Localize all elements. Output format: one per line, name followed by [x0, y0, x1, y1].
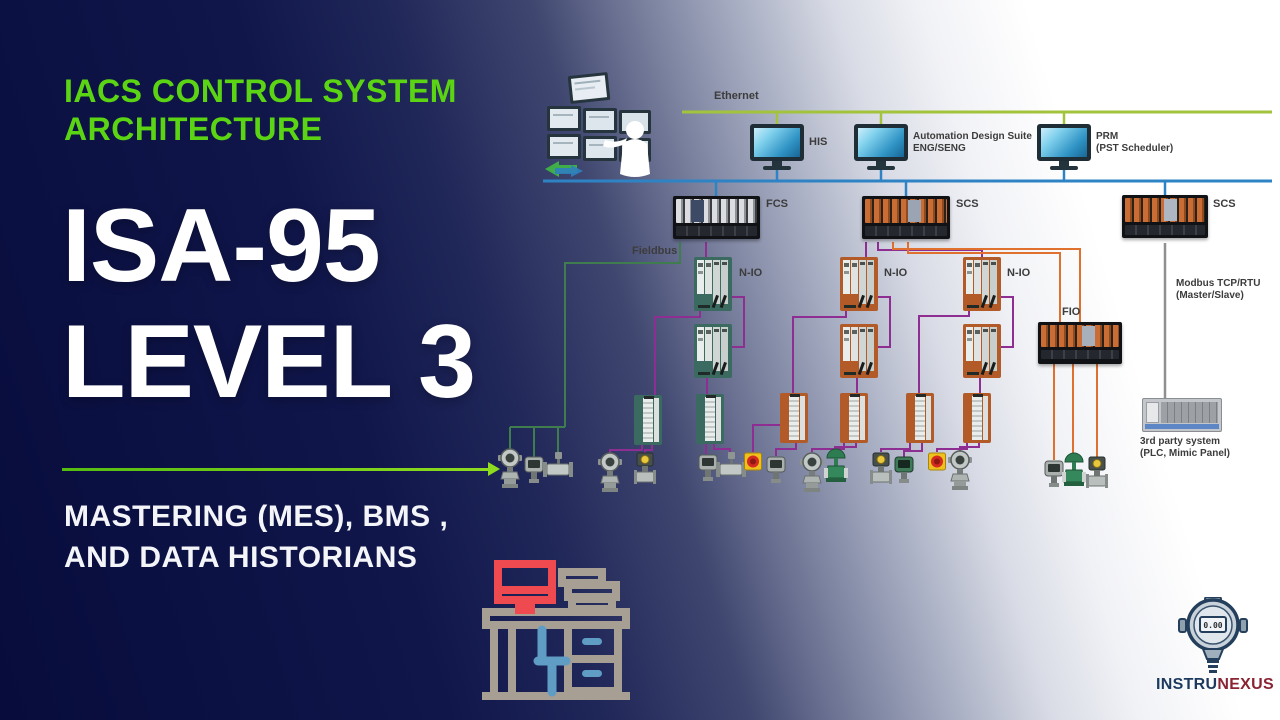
- nio-node-teal-2-icon: [694, 324, 732, 378]
- nio-node-orange-3-icon: [963, 257, 1001, 311]
- nio-label-3: N-IO: [1007, 267, 1031, 279]
- control-valve-icon: [824, 448, 848, 484]
- monitor-screen: [854, 124, 908, 161]
- transmitter-icon: [698, 454, 718, 482]
- pressure-transmitter-icon: [498, 448, 522, 492]
- desk-monitor-icon: [494, 560, 556, 614]
- modbus-label: Modbus TCP/RTU (Master/Slave): [1176, 278, 1260, 302]
- nio-node-orange-1-icon: [840, 257, 878, 311]
- brand-name-part-1: INSTRU: [1156, 676, 1218, 693]
- monitor-screen: [1037, 124, 1091, 161]
- fio-label: FIO: [1062, 306, 1081, 318]
- monitor-screen: [750, 124, 804, 161]
- pressure-transmitter-icon: [598, 452, 622, 496]
- nio-node-orange-4-icon: [963, 324, 1001, 378]
- his-workstation-icon: [750, 124, 804, 170]
- pressure-transmitter-icon: [948, 450, 972, 494]
- io-terminal-teal-1-icon: [634, 395, 662, 445]
- magnetic-flowmeter-icon: [870, 452, 892, 488]
- kicker-line-2: ARCHITECTURE: [64, 111, 323, 147]
- emergency-stop-icon: [744, 452, 762, 472]
- transmitter-icon: [524, 456, 544, 484]
- io-terminal-orange-2-icon: [840, 393, 868, 443]
- nio-label-2: N-IO: [884, 267, 908, 279]
- transmitter-display-value: 0.00: [1203, 621, 1222, 630]
- io-terminal-orange-3-icon: [906, 393, 934, 443]
- scs-1-label: SCS: [956, 198, 979, 210]
- brand-wordmark: INSTRUNEXUS: [1150, 676, 1280, 694]
- subtitle-line-1: MASTERING (MES), BMS ,: [64, 500, 449, 533]
- io-terminal-teal-2-icon: [696, 394, 724, 444]
- io-terminal-orange-4-icon: [963, 393, 991, 443]
- modbus-label-line-1: Modbus TCP/RTU: [1176, 278, 1261, 289]
- scs-2-label: SCS: [1213, 198, 1236, 210]
- subtitle: MASTERING (MES), BMS , AND DATA HISTORIA…: [64, 496, 448, 578]
- flow-meter-icon: [716, 452, 746, 480]
- operator-silhouette-icon: [603, 121, 650, 177]
- transmitter-icon: [1044, 460, 1064, 488]
- main-title-line-1: ISA-95: [62, 188, 381, 304]
- desk-workstation-icon: [482, 560, 630, 700]
- his-label: HIS: [809, 136, 828, 148]
- nio-label-1: N-IO: [739, 267, 763, 279]
- prm-label: PRM (PST Scheduler): [1096, 131, 1174, 154]
- vnet-ip-logo-icon: [545, 161, 583, 177]
- ethernet-label: Ethernet: [714, 90, 759, 102]
- scs-controller-2-icon: [1122, 195, 1208, 238]
- transmitter-icon: [766, 456, 786, 484]
- main-title: ISA-95 LEVEL 3: [62, 188, 476, 420]
- kicker-line-1: IACS CONTROL SYSTEM: [64, 73, 457, 109]
- control-valve-icon: [1062, 452, 1086, 488]
- emergency-stop-icon: [928, 452, 946, 472]
- eng-workstation-label: Automation Design Suite ENG/SENG: [913, 131, 1032, 154]
- subtitle-line-2: AND DATA HISTORIANS: [64, 541, 418, 574]
- transmitter-icon: [894, 456, 914, 484]
- scs-controller-1-icon: [862, 196, 950, 239]
- fieldbus-label: Fieldbus: [632, 245, 678, 257]
- green-arrow: [62, 462, 502, 476]
- third-party-label: 3rd party system (PLC, Mimic Panel): [1140, 436, 1231, 459]
- green-arrow-shaft: [62, 468, 488, 471]
- io-terminal-orange-1-icon: [780, 393, 808, 443]
- nio-node-orange-2-icon: [840, 324, 878, 378]
- nio-node-teal-1-icon: [694, 257, 732, 311]
- main-title-line-2: LEVEL 3: [62, 304, 476, 420]
- fcs-controller-icon: [673, 196, 760, 239]
- magnetic-flowmeter-icon: [1086, 456, 1108, 492]
- eng-workstation-icon: [854, 124, 908, 170]
- brand-name-part-2: NEXUS: [1217, 676, 1274, 693]
- operator-console-icon: [545, 72, 651, 177]
- kicker-heading: IACS CONTROL SYSTEM ARCHITECTURE: [64, 72, 457, 148]
- pressure-transmitter-icon: [800, 452, 824, 496]
- fio-node-icon: [1038, 322, 1122, 364]
- magnetic-flowmeter-icon: [634, 452, 656, 488]
- modbus-label-line-2: (Master/Slave): [1176, 290, 1244, 301]
- brand-transmitter-icon: 0.00: [1178, 597, 1248, 673]
- fcs-label: FCS: [766, 198, 788, 210]
- third-party-plc-icon: [1142, 398, 1222, 432]
- prm-workstation-icon: [1037, 124, 1091, 170]
- green-arrow-head-icon: [488, 462, 500, 476]
- flow-meter-icon: [543, 452, 573, 480]
- desk-chair-icon: [533, 625, 571, 697]
